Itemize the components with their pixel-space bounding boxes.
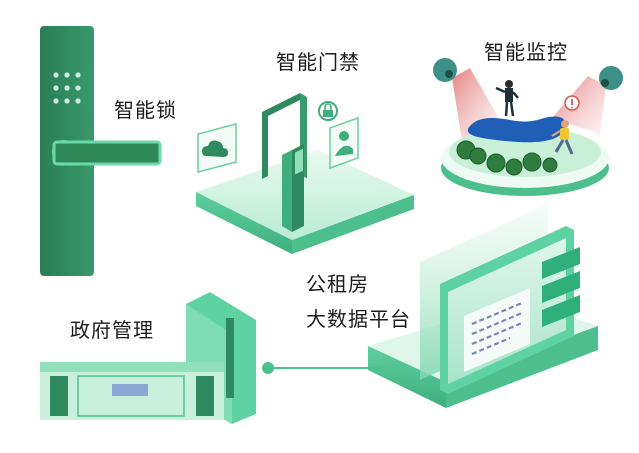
smart-monitor-illustration [433, 58, 623, 196]
government-label: 政府管理 [70, 318, 154, 342]
smart-monitor-label: 智能监控 [484, 40, 568, 64]
camera-right [599, 66, 623, 90]
smart-access-illustration [196, 93, 414, 254]
warning-icon [564, 95, 580, 111]
government-building-illustration [40, 292, 256, 424]
lock-handle [52, 140, 162, 166]
keypad [53, 72, 81, 104]
running-person-figure [551, 120, 574, 155]
smart-access-label: 智能门禁 [276, 50, 360, 74]
camera-left [433, 58, 457, 82]
smart-lock-label: 智能锁 [114, 98, 177, 122]
lock-badge-icon [318, 101, 338, 121]
cloud-icon [197, 123, 237, 173]
platform-label-line2: 大数据平台 [306, 307, 411, 331]
platform-illustration [368, 204, 598, 408]
guard-figure [495, 80, 519, 117]
platform-label-line1: 公租房 [306, 272, 369, 296]
connector-line [262, 362, 382, 374]
person-card-icon [329, 116, 359, 170]
smart-lock-illustration [40, 26, 162, 276]
